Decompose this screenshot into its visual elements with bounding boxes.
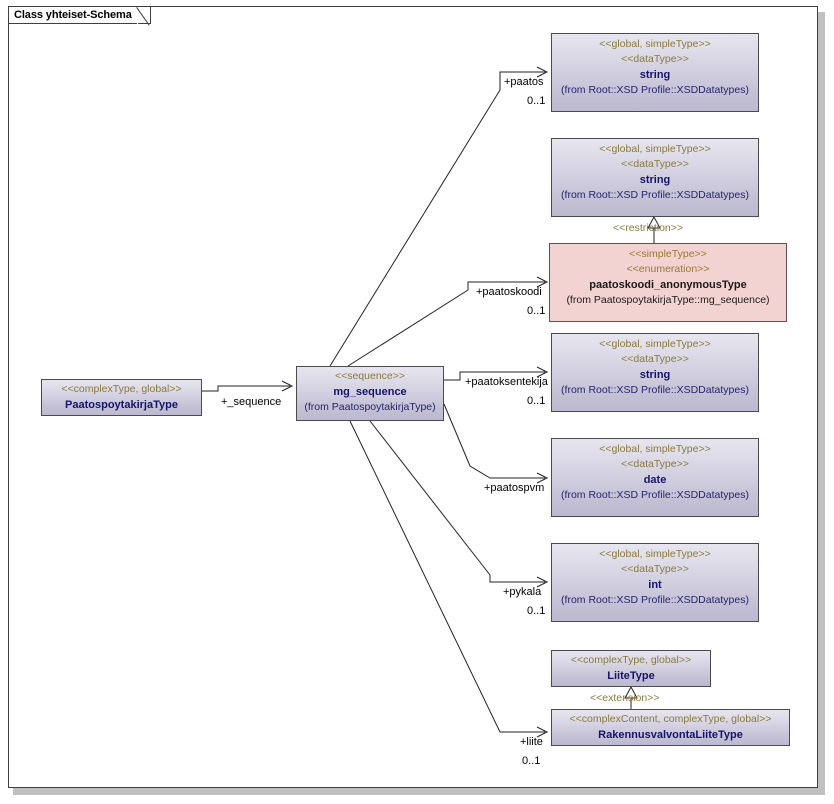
edge-label-sequence: +_sequence <box>221 396 282 408</box>
class-name: string <box>639 69 671 81</box>
multiplicity-liite: 0..1 <box>522 755 541 767</box>
class-package-path: (from PaatospoytakirjaType) <box>304 401 436 413</box>
stereotype-datatype: <<dataType>> <box>621 53 689 65</box>
stereotype-sequence: <<sequence>> <box>334 370 406 382</box>
multiplicity-paatos: 0..1 <box>527 95 546 107</box>
class-name: LiiteType <box>607 670 655 682</box>
class-name: paatoskoodi_anonymousType <box>589 279 747 291</box>
stereotype-complexcontent-complextype-global: <<complexContent, complexType, global>> <box>569 713 772 725</box>
class-package-path: (from Root::XSD Profile::XSDDatatypes) <box>561 384 749 396</box>
diagram-frame-title-tab: Class yhteiset-Schema <box>8 6 151 25</box>
stereotype-global-simpletype: <<global, simpleType>> <box>599 443 711 455</box>
class-node-string-paatoksentekija[interactable]: <<global, simpleType>> <<dataType>> stri… <box>551 333 759 412</box>
frame-tab-corner-icon <box>136 7 150 25</box>
stereotype-global-simpletype: <<global, simpleType>> <box>599 143 711 155</box>
class-package-path: (from Root::XSD Profile::XSDDatatypes) <box>561 84 749 96</box>
class-name: date <box>643 474 667 486</box>
stereotype-global-simpletype: <<global, simpleType>> <box>599 548 711 560</box>
edge-label-liite: +liite <box>520 736 543 748</box>
stereotype-complextype-global: <<complexType, global>> <box>61 383 182 395</box>
multiplicity-pykala: 0..1 <box>527 605 546 617</box>
class-node-string-paatos[interactable]: <<global, simpleType>> <<dataType>> stri… <box>551 33 759 112</box>
class-node-mg-sequence[interactable]: <<sequence>> mg_sequence (from Paatospoy… <box>296 366 444 421</box>
class-node-liitetype[interactable]: <<complexType, global>> LiiteType <box>551 650 711 687</box>
stereotype-global-simpletype: <<global, simpleType>> <box>599 338 711 350</box>
class-name: string <box>639 369 671 381</box>
class-name: string <box>639 174 671 186</box>
edge-label-paatospvm: +paatospvm <box>484 482 545 494</box>
edge-label-paatos: +paatos <box>504 76 544 88</box>
class-node-int-pykala[interactable]: <<global, simpleType>> <<dataType>> int … <box>551 543 759 622</box>
class-node-date-paatospvm[interactable]: <<global, simpleType>> <<dataType>> date… <box>551 438 759 517</box>
class-node-paatospoytakirjatype[interactable]: <<complexType, global>> Paatospoytakirja… <box>41 379 202 416</box>
stereotype-global-simpletype: <<global, simpleType>> <box>599 38 711 50</box>
multiplicity-paatoskoodi: 0..1 <box>527 305 546 317</box>
stereotype-simpletype: <<simpleType>> <box>629 248 707 260</box>
edge-label-paatoksentekija: +paatoksentekija <box>465 376 548 388</box>
stereotype-complextype-global: <<complexType, global>> <box>570 654 692 666</box>
edge-label-paatoskoodi: +paatoskoodi <box>476 286 542 298</box>
edge-label-pykala: +pykala <box>503 586 542 598</box>
stereotype-datatype: <<dataType>> <box>621 563 689 575</box>
multiplicity-paatoksentekija: 0..1 <box>527 395 546 407</box>
class-node-paatoskoodi-anonymoustype[interactable]: <<simpleType>> <<enumeration>> paatoskoo… <box>549 243 787 322</box>
class-package-path: (from Root::XSD Profile::XSDDatatypes) <box>561 489 749 501</box>
class-package-path: (from Root::XSD Profile::XSDDatatypes) <box>561 189 749 201</box>
class-node-rakennusvalvontaliitetype[interactable]: <<complexContent, complexType, global>> … <box>551 709 790 746</box>
stereotype-datatype: <<dataType>> <box>621 158 689 170</box>
class-package-path: (from Root::XSD Profile::XSDDatatypes) <box>561 594 749 606</box>
class-package-path: (from PaatospoytakirjaType::mg_sequence) <box>566 294 770 306</box>
class-name: int <box>648 579 662 591</box>
class-name: PaatospoytakirjaType <box>65 399 178 411</box>
diagram-title: Class yhteiset-Schema <box>14 9 132 21</box>
stereotype-datatype: <<dataType>> <box>621 458 689 470</box>
relationship-stereotype-restriction: <<restriction>> <box>613 222 684 234</box>
stereotype-datatype: <<dataType>> <box>621 353 689 365</box>
stereotype-enumeration: <<enumeration>> <box>626 263 710 275</box>
relationship-stereotype-extension: <<extension>> <box>590 692 660 704</box>
class-node-string-paatoskoodi-base[interactable]: <<global, simpleType>> <<dataType>> stri… <box>551 138 759 217</box>
class-name: mg_sequence <box>333 386 407 398</box>
class-name: RakennusvalvontaLiiteType <box>598 729 743 741</box>
